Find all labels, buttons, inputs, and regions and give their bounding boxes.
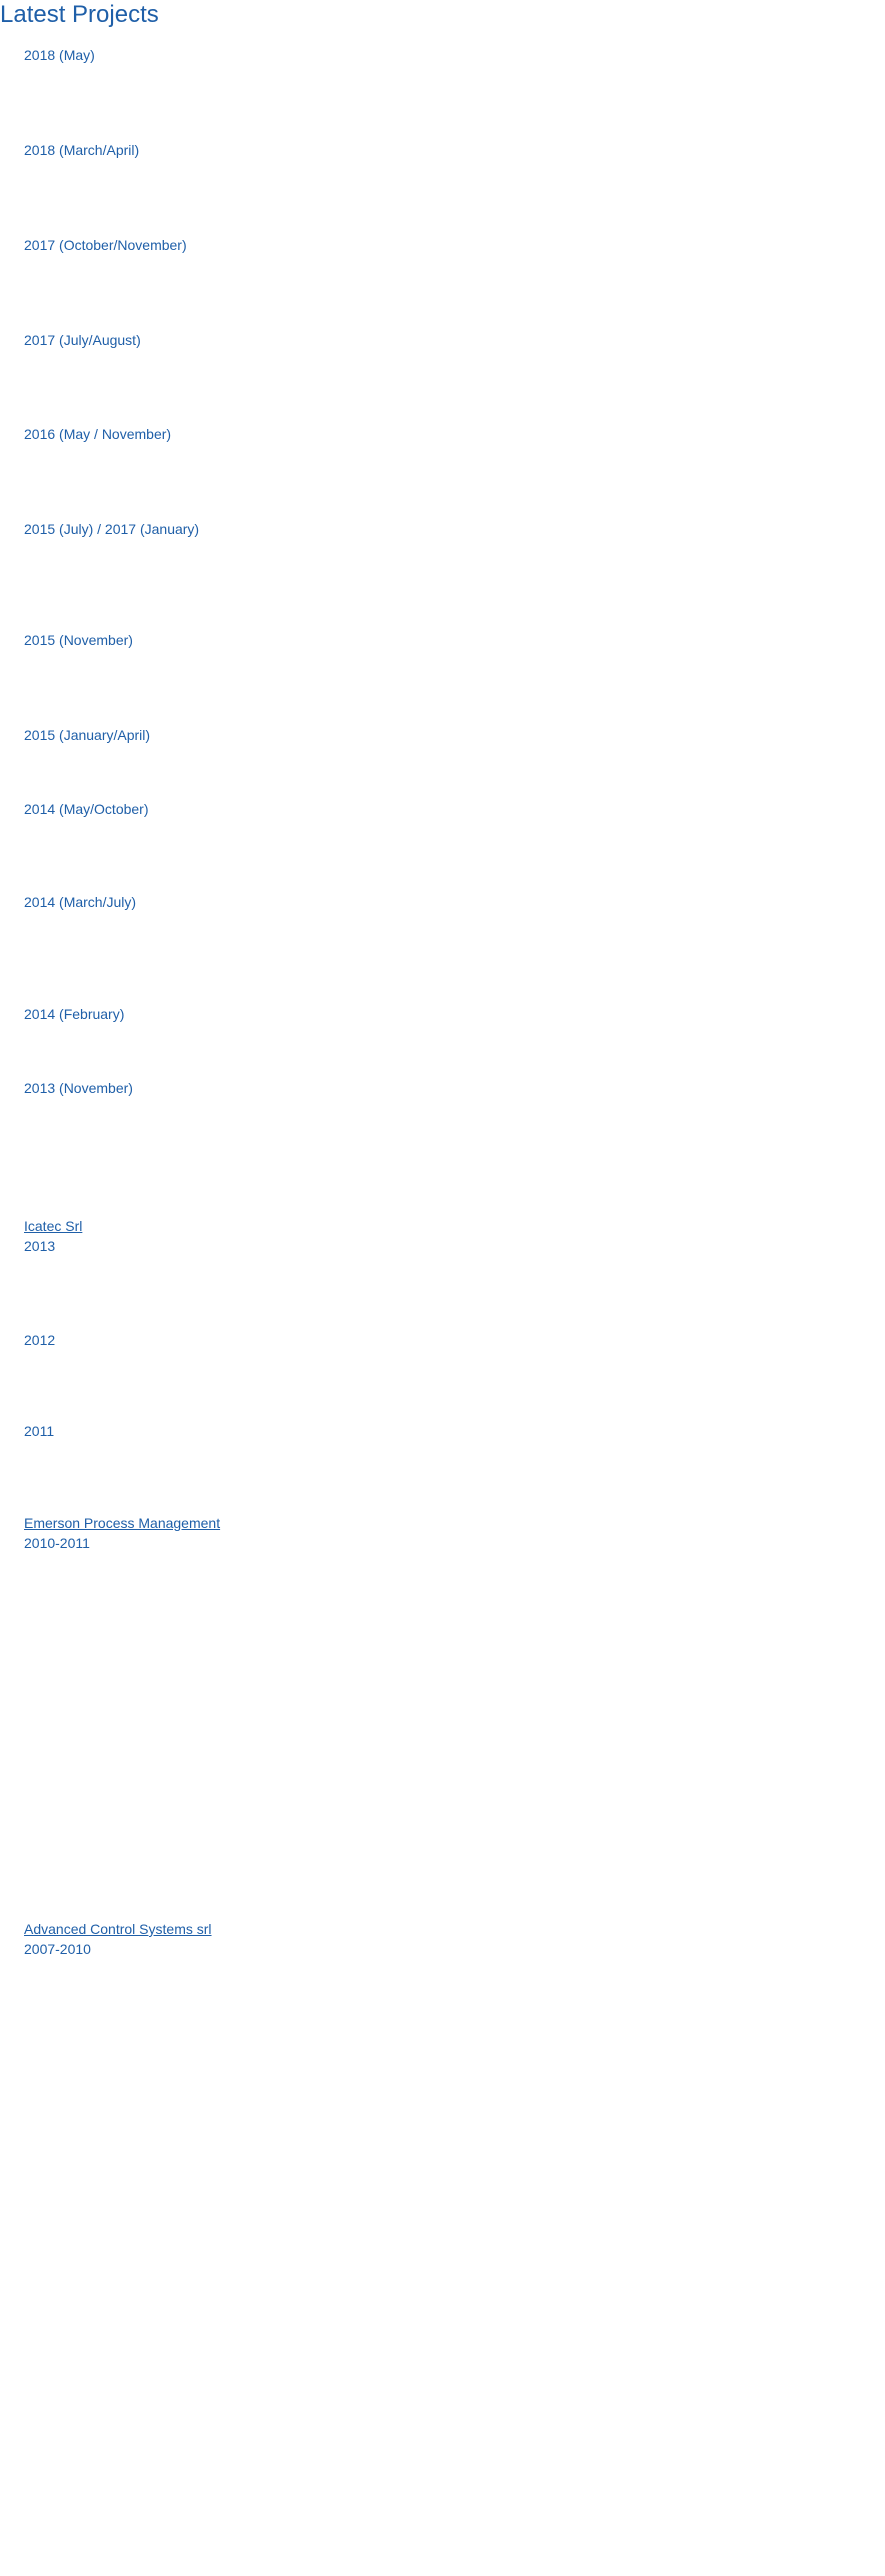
project-entry: 2018 (May): [24, 45, 95, 65]
project-date: 2015 (November): [24, 632, 133, 648]
project-entry: 2017 (October/November): [24, 235, 187, 255]
project-entry: Advanced Control Systems srl 2007-2010: [24, 1919, 212, 1959]
project-date: 2012: [24, 1332, 56, 1348]
project-entry: 2014 (March/July): [24, 892, 136, 912]
project-entry: 2013 (November): [24, 1078, 133, 1098]
project-date: 2010-2011: [24, 1535, 90, 1551]
project-entry: 2012: [24, 1330, 55, 1350]
project-date: 2013: [24, 1238, 56, 1254]
project-entry: 2014 (May/October): [24, 799, 149, 819]
project-date: 2017 (July/August): [24, 332, 141, 348]
project-date: 2014 (May/October): [24, 801, 149, 817]
project-entry: Icatec Srl 2013: [24, 1216, 82, 1256]
project-date: 2017 (October/November): [24, 237, 187, 253]
project-date: 2013 (November): [24, 1080, 133, 1096]
project-date: 2018 (March/April): [24, 142, 140, 158]
project-entry: 2011: [24, 1421, 54, 1441]
project-date: 2015 (January/April): [24, 727, 151, 743]
project-entry: 2014 (February): [24, 1004, 124, 1024]
project-date: 2014 (March/July): [24, 894, 137, 910]
company-link-icatec[interactable]: Icatec Srl: [24, 1218, 83, 1234]
project-date: 2016 (May / November): [24, 426, 172, 442]
project-date: 2014 (February): [24, 1006, 125, 1022]
project-entry: 2015 (November): [24, 630, 133, 650]
project-date: 2007-2010: [24, 1941, 91, 1957]
project-date: 2018 (May): [24, 47, 95, 63]
company-link-advanced-control-systems[interactable]: Advanced Control Systems srl: [24, 1921, 212, 1937]
company-link-emerson[interactable]: Emerson Process Management: [24, 1515, 221, 1531]
project-entry: 2017 (July/August): [24, 330, 141, 350]
project-date: 2015 (July) / 2017 (January): [24, 521, 200, 537]
project-date: 2011: [24, 1423, 55, 1439]
project-entry: Emerson Process Management 2010-2011: [24, 1513, 220, 1553]
page-title: Latest Projects: [0, 1, 159, 28]
project-entry: 2015 (July) / 2017 (January): [24, 519, 199, 539]
project-entry: 2015 (January/April): [24, 725, 150, 745]
project-entry: 2016 (May / November): [24, 424, 171, 444]
project-entry: 2018 (March/April): [24, 140, 139, 160]
